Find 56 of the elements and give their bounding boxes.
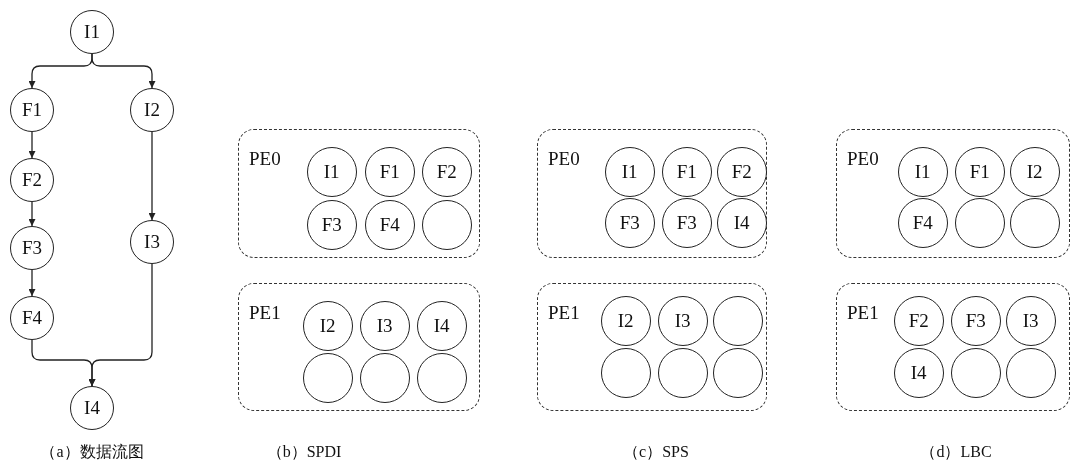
processor-label: PE1 bbox=[847, 302, 879, 324]
arrow bbox=[148, 131, 156, 221]
task-circle: F2 bbox=[421, 146, 472, 197]
task-circle: I1 bbox=[604, 146, 655, 197]
task-circle: F2 bbox=[10, 158, 54, 202]
task-circle: F3 bbox=[950, 295, 1001, 346]
arrow bbox=[28, 201, 36, 227]
task-circle: F2 bbox=[893, 295, 944, 346]
processor-box bbox=[836, 283, 1070, 411]
arrow bbox=[88, 263, 153, 387]
processor-label: PE0 bbox=[847, 148, 879, 170]
task-circle: F1 bbox=[364, 146, 415, 197]
task-circle: I4 bbox=[416, 300, 467, 351]
processor-label: PE1 bbox=[249, 302, 281, 324]
task-circle: I1 bbox=[306, 146, 357, 197]
task-circle: I1 bbox=[70, 10, 114, 54]
task-circle: F3 bbox=[604, 197, 655, 248]
task-circle: I3 bbox=[1005, 295, 1056, 346]
task-circle: F1 bbox=[954, 146, 1005, 197]
task-circle: I2 bbox=[302, 300, 353, 351]
arrow bbox=[28, 269, 36, 297]
task-circle: F4 bbox=[897, 197, 948, 248]
arrow bbox=[91, 53, 156, 89]
task-circle: F1 bbox=[10, 88, 54, 132]
task-circle: F1 bbox=[661, 146, 712, 197]
processor-box bbox=[537, 283, 767, 411]
processor-label: PE1 bbox=[548, 302, 580, 324]
task-circle: I2 bbox=[130, 88, 174, 132]
processor-box bbox=[238, 283, 480, 411]
task-circle: F4 bbox=[364, 199, 415, 250]
panel-caption: （c）SPS bbox=[623, 442, 689, 462]
task-circle: I2 bbox=[1009, 146, 1060, 197]
arrow bbox=[28, 131, 36, 159]
task-circle: I3 bbox=[130, 220, 174, 264]
task-circle: I3 bbox=[657, 295, 708, 346]
empty-circle bbox=[954, 197, 1005, 248]
task-circle: F3 bbox=[661, 197, 712, 248]
task-circle: I3 bbox=[359, 300, 410, 351]
processor-box bbox=[836, 129, 1070, 258]
task-circle: F2 bbox=[716, 146, 767, 197]
panel-caption: （a）数据流图 bbox=[40, 442, 144, 462]
empty-circle bbox=[1009, 197, 1060, 248]
task-circle: I1 bbox=[897, 146, 948, 197]
task-circle: I2 bbox=[600, 295, 651, 346]
task-circle: I4 bbox=[716, 197, 767, 248]
task-circle: F3 bbox=[10, 226, 54, 270]
processor-label: PE0 bbox=[249, 148, 281, 170]
task-circle: F4 bbox=[10, 296, 54, 340]
task-circle: I4 bbox=[70, 386, 114, 430]
panel-caption: （b）SPDI bbox=[266, 442, 342, 462]
processor-label: PE0 bbox=[548, 148, 580, 170]
task-circle: F3 bbox=[306, 199, 357, 250]
task-circle: I4 bbox=[893, 347, 944, 398]
processor-box bbox=[537, 129, 767, 258]
panel-caption: （d）LBC bbox=[920, 442, 992, 462]
processor-box bbox=[238, 129, 480, 258]
